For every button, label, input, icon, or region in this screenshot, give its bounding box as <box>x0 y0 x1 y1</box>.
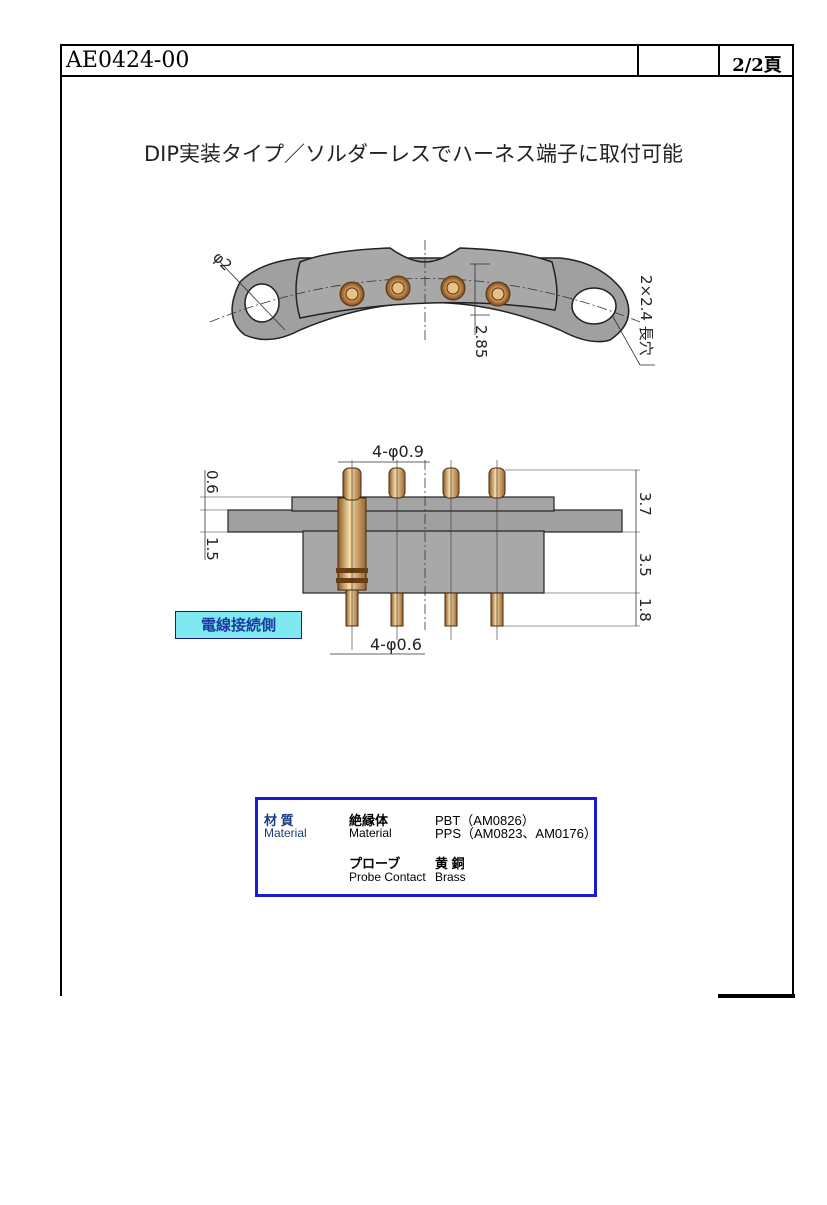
title-block-divider <box>637 46 639 77</box>
probe-value-en: Brass <box>435 870 466 884</box>
wire-side-label: 電線接続側 <box>175 611 302 639</box>
dim-slot: 2×2.4 長穴 <box>637 275 655 356</box>
doc-code: AE0424-00 <box>66 48 190 73</box>
insulator-label-en: Material <box>349 826 392 840</box>
slot-hole-right <box>571 287 617 325</box>
probe-label-en: Probe Contact <box>349 870 426 884</box>
probe-value-jp: 黄 銅 <box>435 856 465 871</box>
material-table: 材 質 Material 絶縁体 Material PBT（AM0826） PP… <box>255 797 597 897</box>
top-view: φ2 2.85 2×2.4 長穴 <box>209 240 655 366</box>
mounting-hole-left <box>244 283 280 323</box>
dim-hole-diameter: φ2 <box>209 248 235 274</box>
page-number: 2/2頁 <box>732 55 782 76</box>
insulator-value-1: PBT（AM0826） <box>435 813 535 828</box>
dim-3-7: 3.7 <box>636 492 654 516</box>
dim-0-6: 0.6 <box>203 470 221 494</box>
material-head-en: Material <box>264 826 307 840</box>
dim-3-5: 3.5 <box>636 553 654 577</box>
dim-pin-bottom: 4-φ0.6 <box>370 635 422 654</box>
dim-1-5: 1.5 <box>203 537 221 561</box>
dim-1-8: 1.8 <box>636 598 654 622</box>
dim-depth: 2.85 <box>472 325 490 358</box>
probe-label-jp: プローブ <box>349 856 401 871</box>
title-block-divider <box>718 46 720 77</box>
title-block: AE0424-00 2/2頁 <box>60 44 794 77</box>
page-title: DIP実装タイプ／ソルダーレスでハーネス端子に取付可能 <box>143 142 684 166</box>
insulator-value-2: PPS（AM0823、AM0176） <box>435 826 597 841</box>
frame-corner-mark <box>718 994 795 998</box>
material-head-jp: 材 質 <box>264 813 294 828</box>
insulator-label-jp: 絶縁体 <box>349 813 389 828</box>
side-view: 4-φ0.9 4-φ0.6 0.6 1.5 3.7 3.5 1.8 <box>200 442 654 655</box>
dim-pin-top: 4-φ0.9 <box>372 442 424 461</box>
